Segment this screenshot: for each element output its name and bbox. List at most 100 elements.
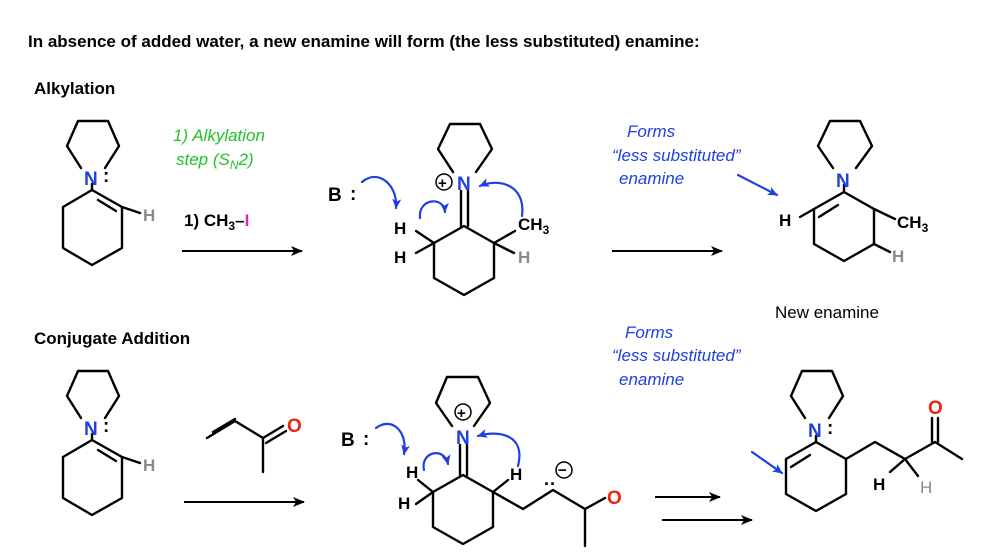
pointer-arrow [750,450,784,475]
starting-enamine-1: N : H [61,119,155,267]
new-enamine-caption: New enamine [775,303,879,322]
pyrrolidine-ring [434,375,492,428]
h-bond-lower-left [414,490,435,506]
n-return-arrow [478,178,524,218]
side-chain [844,440,964,461]
pointer-arrow [736,173,779,197]
nitrogen-atom: N [84,419,98,440]
vinyl-h-bond [120,455,142,465]
h-bond-upper-left [414,229,436,245]
carbonyl-bond-b [264,429,288,445]
base-lone-pair: : [350,184,356,205]
oxygen-atom: O [928,398,943,419]
methyl-bond [492,229,517,245]
nitrogen-atom: N [457,174,471,195]
base-attack-arrow [374,422,411,456]
note-forms: Forms [625,323,674,342]
hydrogen-upper-left: H [394,219,406,238]
ch-bond-arrow [418,200,449,220]
new-enamine-product: N H CH3 H New enamine [775,119,929,322]
pyrrolidine-ring [436,122,494,174]
cyclohexene-ring [61,438,124,517]
alkylation-reagents: 1) Alkylation step (SN2) 1) CH3–I [173,126,303,256]
carbonyl-bond-a [261,424,285,440]
base-attack-arrow [360,175,402,210]
methyl-vinyl-ketone: O [184,416,305,507]
sn2-label: step (SN2) [176,150,254,172]
starting-enamine-2: N : H [61,369,155,517]
note-less-substituted: “less substituted” [612,146,742,165]
positive-charge-circle [454,403,472,421]
positive-charge-sign: + [438,175,447,192]
iminium-intermediate-1: N + H H CH3 H B : [328,122,550,297]
methyl-group: CH3 [518,215,550,237]
hydrogen-right: H [518,248,530,267]
cyclohexene-ring [812,190,876,263]
note-forms: Forms [627,122,676,141]
ch-bond-arrow [422,452,451,472]
methyl-iodide-label: 1) CH3–I [184,211,249,233]
h-bond-left [798,207,816,219]
h-bond-gray [903,457,920,478]
hydrogen-left: H [779,211,791,230]
mvk-skeleton [205,419,265,474]
hydrogen-lower-left: H [398,494,410,513]
side-chain [491,488,587,548]
hydrogen-upper-left: H [406,463,418,482]
vinyl-hydrogen: H [143,456,155,475]
carbanion-lone-pair: ·· [544,474,556,494]
vinyl-h-bond [120,205,142,215]
pyrrolidine-ring [789,369,845,420]
positive-charge-sign: + [457,405,466,422]
methyl-group: CH3 [897,213,929,235]
h-bond-upper-left [416,478,435,494]
conjugate-addition-product: N : O H H [784,369,964,513]
pyrrolidine-ring [65,369,121,420]
oxygen-atom: O [607,488,622,509]
nitrogen-atom: N [836,171,850,192]
iminium-intermediate-2: + N H H H − ·· O B : [341,375,622,548]
hydrogen-black: H [873,475,885,494]
h-bond-right [492,241,516,255]
nitrogen-atom: N [808,421,822,442]
cyclohexene-ring [784,440,848,513]
nitrogen-atom: N [84,169,98,190]
nitrogen-atom: N [456,428,470,449]
cyclohexane-ring [431,473,495,546]
hydrogen-right: H [892,247,904,266]
h-bond-right [491,478,510,494]
vinyl-double-bond [211,417,237,434]
h-bond-lower-left [414,241,436,255]
hydrogen-gray: H [920,478,932,497]
methyl-bond [872,207,897,221]
double-bond [96,448,118,463]
note-enamine: enamine [619,370,684,389]
lone-pair-colon: : [103,416,109,437]
vinyl-hydrogen: H [143,206,155,225]
section-title-alkylation: Alkylation [34,79,115,98]
double-bond [96,198,118,213]
oxygen-atom: O [287,416,302,437]
less-substituted-note-1: Forms “less substituted” enamine [612,122,779,197]
less-substituted-note-2: Forms “less substituted” enamine [612,323,784,475]
negative-charge-circle [555,461,573,479]
negative-charge-sign: − [558,462,567,479]
base-label: B [341,430,355,451]
h-bond-black [888,457,907,474]
double-bond [789,453,812,469]
cyclohexane-ring [432,224,496,297]
page-title: In absence of added water, a new enamine… [28,32,700,51]
section-title-conjugate-addition: Conjugate Addition [34,329,190,348]
base-lone-pair: : [363,429,369,450]
carbonyl-bond [583,496,607,511]
hydrogen-right: H [510,465,522,484]
note-enamine: enamine [619,169,684,188]
alkylation-step-label: 1) Alkylation [173,126,265,145]
lone-pair-colon: : [827,418,833,439]
pyrrolidine-ring [816,119,874,170]
note-less-substituted: “less substituted” [612,346,742,365]
n-return-arrow [476,429,521,468]
lone-pair-colon: : [103,166,109,187]
double-bond [817,203,840,219]
